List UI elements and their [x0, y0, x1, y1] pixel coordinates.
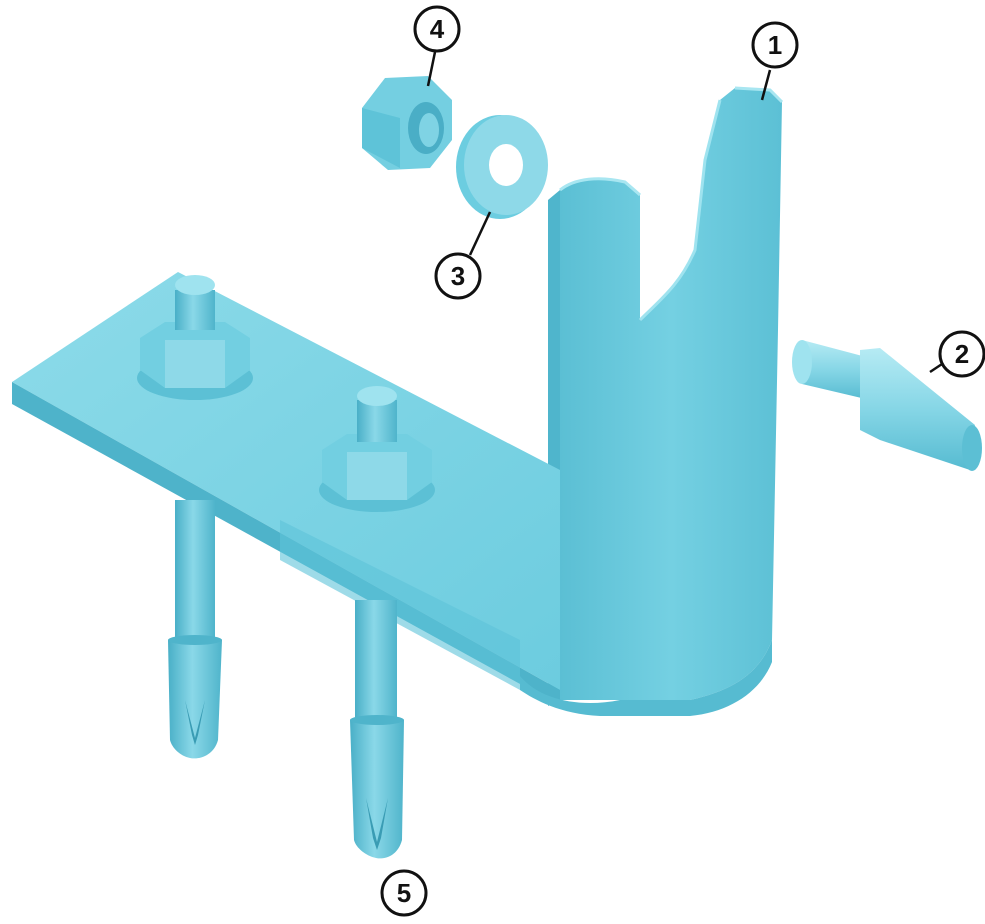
taper-pin-tip [962, 425, 982, 471]
anchor-right-ring [350, 715, 404, 725]
washer-hole [489, 144, 523, 186]
callout-3: 3 [436, 212, 490, 298]
hex-nut-hole-inner [419, 113, 439, 147]
callout-4: 4 [415, 7, 459, 86]
plate-bolt-left-thread [175, 290, 215, 330]
anchor-bolt-right [350, 600, 404, 858]
taper-pin-end [792, 340, 812, 384]
anchor-right-sleeve [350, 720, 404, 858]
anchor-left-shaft [175, 500, 215, 640]
plate-bolt-left-top [175, 275, 215, 295]
anchor-bolt-left [168, 500, 222, 758]
callout-2: 2 [930, 332, 984, 376]
callout-3-label: 3 [451, 261, 465, 291]
plate-bolt-left-nut-face [165, 340, 225, 388]
taper-pin-shaft [802, 340, 870, 400]
anchor-right-shaft [355, 600, 397, 720]
callout-2-label: 2 [955, 339, 969, 369]
plate-bolt-right-nut-face [347, 452, 407, 500]
plate-bolt-right-thread [357, 400, 397, 442]
callout-3-leader [470, 212, 490, 255]
washer-part [456, 115, 548, 219]
callout-1-label: 1 [768, 30, 782, 60]
callout-5: 5 [382, 871, 426, 915]
callout-5-label: 5 [397, 878, 411, 908]
callout-4-label: 4 [430, 14, 445, 44]
anchor-left-ring [168, 635, 222, 645]
plate-bolt-right-top [357, 386, 397, 406]
hex-nut-part [362, 76, 452, 170]
